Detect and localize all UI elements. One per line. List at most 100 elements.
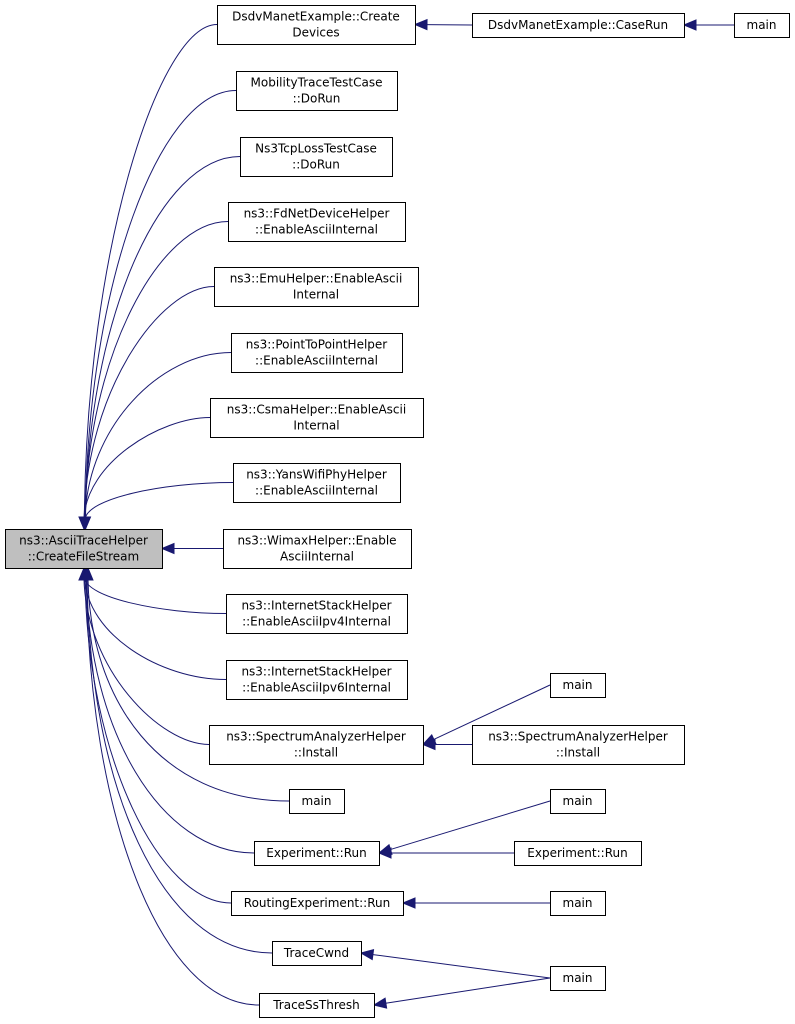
node-label: ns3::InternetStackHelper	[241, 599, 391, 613]
node-mobility-dorun[interactable]: MobilityTraceTestCase::DoRun	[236, 71, 398, 111]
node-p2p[interactable]: ns3::PointToPointHelper::EnableAsciiInte…	[231, 333, 403, 373]
node-label: TraceSsThresh	[272, 998, 360, 1012]
edge-main-1-to-dsdv-caserun	[682, 19, 734, 31]
node-label: ns3::SpectrumAnalyzerHelper	[488, 730, 668, 744]
edge-line	[84, 221, 229, 520]
node-label: ::Install	[556, 746, 600, 760]
edge-arrowhead	[359, 948, 375, 961]
node-box	[254, 841, 380, 866]
node-box	[217, 5, 416, 45]
node-label: ::EnableAsciiInternal	[255, 223, 378, 237]
edge-arrowhead	[377, 847, 392, 859]
edge-line	[83, 286, 215, 520]
node-box	[233, 463, 401, 503]
node-label: ::DoRun	[293, 92, 341, 106]
edge-arrowhead	[79, 516, 91, 531]
node-exp-run-2[interactable]: Experiment::Run	[514, 841, 642, 866]
node-box	[514, 841, 642, 866]
node-box	[226, 660, 408, 700]
node-label: MobilityTraceTestCase	[251, 76, 383, 90]
node-label: ::DoRun	[292, 158, 340, 172]
edge-yans-to-root	[79, 482, 234, 531]
node-main-3[interactable]: main	[289, 789, 345, 814]
node-inet-v4[interactable]: ns3::InternetStackHelper::EnableAsciiIpv…	[226, 594, 408, 634]
node-label: ns3::YansWifiPhyHelper	[246, 468, 387, 482]
edge-exp-run-2-to-exp-run-1	[377, 847, 514, 859]
edge-main-6-to-trace-cwnd	[359, 948, 551, 979]
node-box	[209, 725, 424, 765]
node-spectrum-1[interactable]: ns3::SpectrumAnalyzerHelper::Install	[209, 725, 424, 765]
node-trace-cwnd[interactable]: TraceCwnd	[272, 941, 362, 966]
node-routing-run[interactable]: RoutingExperiment::Run	[231, 891, 404, 916]
node-wimax[interactable]: ns3::WimaxHelper::EnableAsciiInternal	[223, 529, 412, 569]
node-label: Internal	[293, 288, 339, 302]
edge-line	[85, 577, 260, 1006]
edge-arrowhead	[682, 19, 697, 31]
node-label: RoutingExperiment::Run	[244, 896, 390, 910]
edge-line	[85, 577, 255, 854]
node-main-2[interactable]: main	[550, 673, 606, 698]
edge-arrowhead	[421, 738, 436, 751]
node-main-1[interactable]: main	[734, 13, 790, 38]
node-box	[231, 891, 404, 916]
node-dsdv-caserun[interactable]: DsdvManetExample::CaseRun	[472, 13, 685, 38]
edge-line	[83, 417, 211, 520]
node-box	[223, 529, 412, 569]
node-main-5[interactable]: main	[550, 891, 606, 916]
edge-line	[83, 24, 218, 520]
edge-line	[370, 953, 551, 979]
node-box	[5, 529, 163, 569]
node-box	[231, 333, 403, 373]
node-box	[214, 267, 419, 307]
node-spectrum-2[interactable]: ns3::SpectrumAnalyzerHelper::Install	[472, 725, 685, 765]
node-main-6[interactable]: main	[550, 966, 606, 991]
node-box	[472, 13, 685, 38]
node-label: Ns3TcpLossTestCase	[255, 142, 377, 156]
node-inet-v6[interactable]: ns3::InternetStackHelper::EnableAsciiIpv…	[226, 660, 408, 700]
node-trace-ss[interactable]: TraceSsThresh	[259, 993, 375, 1018]
node-box	[272, 941, 362, 966]
node-box	[550, 673, 606, 698]
edge-spectrum-1-to-root	[78, 566, 210, 745]
edge-dsdv-create-to-root	[78, 24, 218, 531]
node-box	[210, 398, 424, 438]
node-yans[interactable]: ns3::YansWifiPhyHelper::EnableAsciiInter…	[233, 463, 401, 503]
node-main-4[interactable]: main	[550, 789, 606, 814]
edge-wimax-to-root	[160, 542, 223, 555]
edge-line	[84, 482, 234, 520]
node-box	[289, 789, 345, 814]
edge-csma-to-root	[78, 417, 211, 531]
edge-line	[86, 577, 273, 954]
node-label: ::EnableAsciiInternal	[255, 484, 378, 498]
edge-line	[84, 577, 227, 680]
node-ns3tcp-dorun[interactable]: Ns3TcpLossTestCase::DoRun	[240, 137, 393, 177]
node-label: ns3::PointToPointHelper	[246, 338, 388, 352]
edge-arrowhead	[401, 897, 416, 909]
node-box	[550, 891, 606, 916]
node-root: ns3::AsciiTraceHelper::CreateFileStream	[5, 529, 163, 569]
edge-line	[84, 90, 237, 520]
edge-line	[83, 577, 210, 745]
edge-line	[87, 577, 290, 802]
node-label: main	[747, 18, 777, 32]
node-exp-run-1[interactable]: Experiment::Run	[254, 841, 380, 866]
edge-mobility-dorun-to-root	[79, 90, 237, 531]
node-label: main	[563, 678, 593, 692]
edge-arrowhead	[413, 18, 428, 31]
node-label: ns3::SpectrumAnalyzerHelper	[226, 730, 406, 744]
node-box	[734, 13, 790, 38]
node-label: ::CreateFileStream	[28, 550, 139, 564]
node-csma[interactable]: ns3::CsmaHelper::EnableAsciiInternal	[210, 398, 424, 438]
node-label: ns3::FdNetDeviceHelper	[244, 207, 390, 221]
node-emu[interactable]: ns3::EmuHelper::EnableAsciiInternal	[214, 267, 419, 307]
edge-line	[84, 577, 227, 614]
edge-ns3tcp-dorun-to-root	[79, 156, 241, 531]
node-fdnet[interactable]: ns3::FdNetDeviceHelper::EnableAsciiInter…	[228, 202, 406, 242]
node-label: Devices	[292, 26, 339, 40]
node-box	[550, 789, 606, 814]
node-box	[550, 966, 606, 991]
edge-arrowhead	[160, 542, 175, 555]
node-box	[472, 725, 685, 765]
